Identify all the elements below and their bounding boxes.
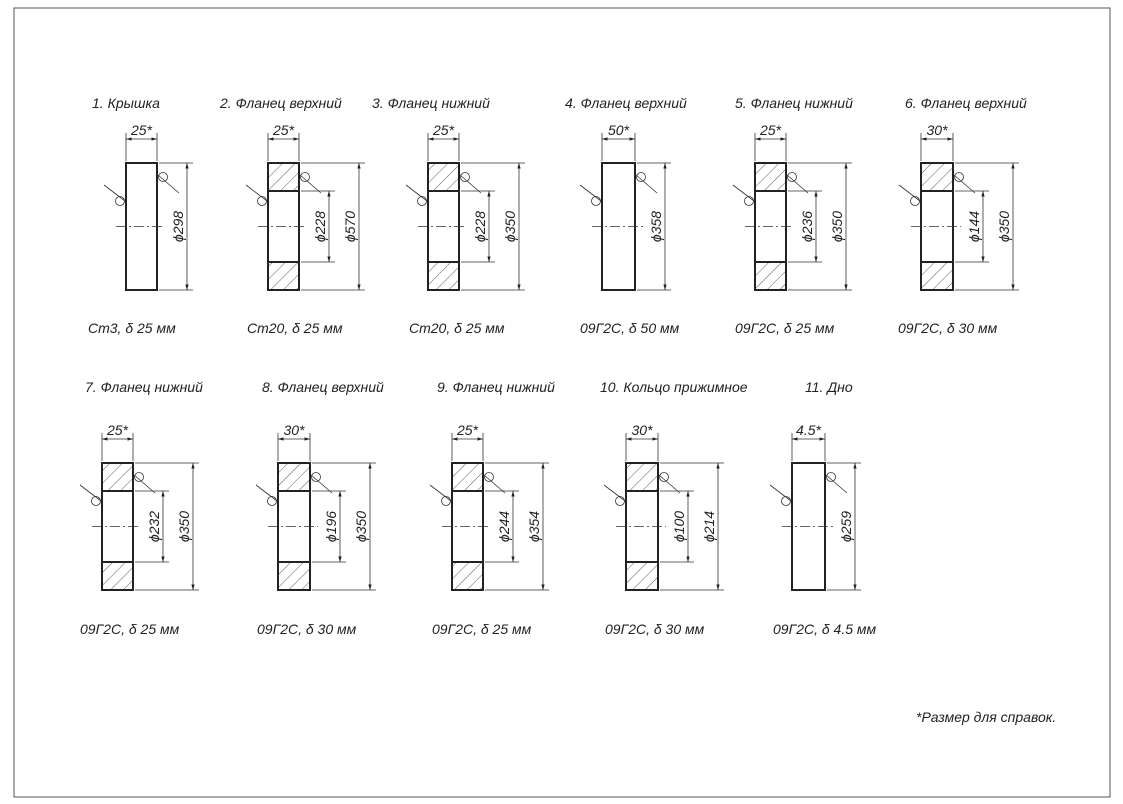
inner-diameter: ϕ232 — [146, 511, 162, 542]
outer-diameter: ϕ298 — [170, 211, 186, 242]
part-title: 7. Фланец нижний — [85, 379, 203, 395]
part-11: 11. Дно 09Г2С, δ 4.5 мм 4.5* ϕ259 — [769, 379, 876, 637]
outer-diameter: ϕ350 — [502, 211, 518, 242]
outer-diameter: ϕ350 — [353, 511, 369, 542]
thickness-dimension: 25* — [272, 122, 295, 138]
outer-diameter: ϕ350 — [996, 211, 1012, 242]
part-material: 09Г2С, δ 30 мм — [605, 621, 705, 637]
part-title: 5. Фланец нижний — [735, 95, 853, 111]
part-material: Ст3, δ 25 мм — [88, 320, 176, 336]
thickness-dimension: 25* — [106, 422, 129, 438]
outer-diameter: ϕ570 — [342, 211, 358, 242]
thickness-dimension: 30* — [283, 422, 305, 438]
thickness-dimension: 25* — [456, 422, 479, 438]
thickness-dimension: 50* — [608, 122, 630, 138]
weld-symbol-icon — [255, 472, 333, 506]
part-6: 6. Фланец верхний 09Г2С, δ 30 мм 30* ϕ350 ϕ1… — [898, 95, 1027, 336]
part-10: 10. Кольцо прижимное 09Г2С, δ 30 мм 30* ϕ21… — [600, 379, 748, 637]
part-material: 09Г2С, δ 50 мм — [580, 320, 680, 336]
weld-symbol-icon — [245, 172, 322, 206]
thickness-dimension: 4.5* — [796, 422, 821, 438]
sheet-frame — [13, 7, 1111, 798]
outer-diameter: ϕ350 — [829, 211, 845, 242]
part-9: 9. Фланец нижний 09Г2С, δ 25 мм 25* ϕ354 ϕ24… — [429, 379, 555, 637]
part-material: Ст20, δ 25 мм — [247, 320, 343, 336]
part-title: 3. Фланец нижний — [372, 95, 490, 111]
part-title: 10. Кольцо прижимное — [600, 379, 748, 395]
outer-diameter: ϕ358 — [648, 211, 664, 242]
part-title: 1. Крышка — [92, 95, 160, 111]
thickness-dimension: 25* — [759, 122, 782, 138]
weld-symbol-icon — [732, 172, 809, 206]
inner-diameter: ϕ144 — [966, 211, 982, 242]
outer-diameter: ϕ354 — [526, 511, 542, 542]
weld-symbol-icon — [769, 472, 848, 506]
part-title: 8. Фланец верхний — [262, 379, 384, 395]
reference-note: *Размер для справок. — [916, 709, 1056, 725]
thickness-dimension: 25* — [432, 122, 455, 138]
weld-symbol-icon — [579, 172, 658, 206]
part-title: 4. Фланец верхний — [565, 95, 687, 111]
part-title: 9. Фланец нижний — [437, 379, 555, 395]
thickness-dimension: 30* — [631, 422, 653, 438]
inner-diameter: ϕ196 — [323, 511, 339, 542]
part-material: 09Г2С, δ 25 мм — [432, 621, 532, 637]
part-7: 7. Фланец нижний 09Г2С, δ 25 мм 25* ϕ350 ϕ23… — [79, 379, 203, 637]
inner-diameter: ϕ228 — [312, 211, 328, 242]
part-material: 09Г2С, δ 25 мм — [735, 320, 835, 336]
part-material: 09Г2С, δ 30 мм — [898, 320, 998, 336]
part-title: 2. Фланец верхний — [219, 95, 342, 111]
part-4: 4. Фланец верхний 09Г2С, δ 50 мм 50* ϕ358 — [565, 95, 687, 336]
weld-symbol-icon — [405, 172, 482, 206]
part-title: 6. Фланец верхний — [905, 95, 1027, 111]
part-title: 11. Дно — [805, 379, 853, 395]
weld-symbol-icon — [898, 172, 976, 206]
inner-diameter: ϕ244 — [496, 511, 512, 542]
weld-symbol-icon — [603, 472, 681, 506]
part-5: 5. Фланец нижний 09Г2С, δ 25 мм 25* ϕ350 ϕ23… — [732, 95, 853, 336]
thickness-dimension: 25* — [130, 122, 153, 138]
part-material: 09Г2С, δ 25 мм — [80, 621, 180, 637]
inner-diameter: ϕ228 — [472, 211, 488, 242]
part-material: Ст20, δ 25 мм — [409, 320, 505, 336]
thickness-dimension: 30* — [926, 122, 948, 138]
inner-diameter: ϕ100 — [671, 511, 687, 542]
outer-diameter: ϕ214 — [701, 511, 717, 542]
weld-symbol-icon — [79, 472, 156, 506]
weld-symbol-icon — [429, 472, 506, 506]
inner-diameter: ϕ236 — [799, 211, 815, 242]
outer-diameter: ϕ259 — [838, 511, 854, 542]
outer-diameter: ϕ350 — [176, 511, 192, 542]
part-8: 8. Фланец верхний 09Г2С, δ 30 мм 30* ϕ350 ϕ1… — [255, 379, 384, 637]
weld-symbol-icon — [103, 172, 180, 206]
part-material: 09Г2С, δ 30 мм — [257, 621, 357, 637]
part-material: 09Г2С, δ 4.5 мм — [773, 621, 876, 637]
